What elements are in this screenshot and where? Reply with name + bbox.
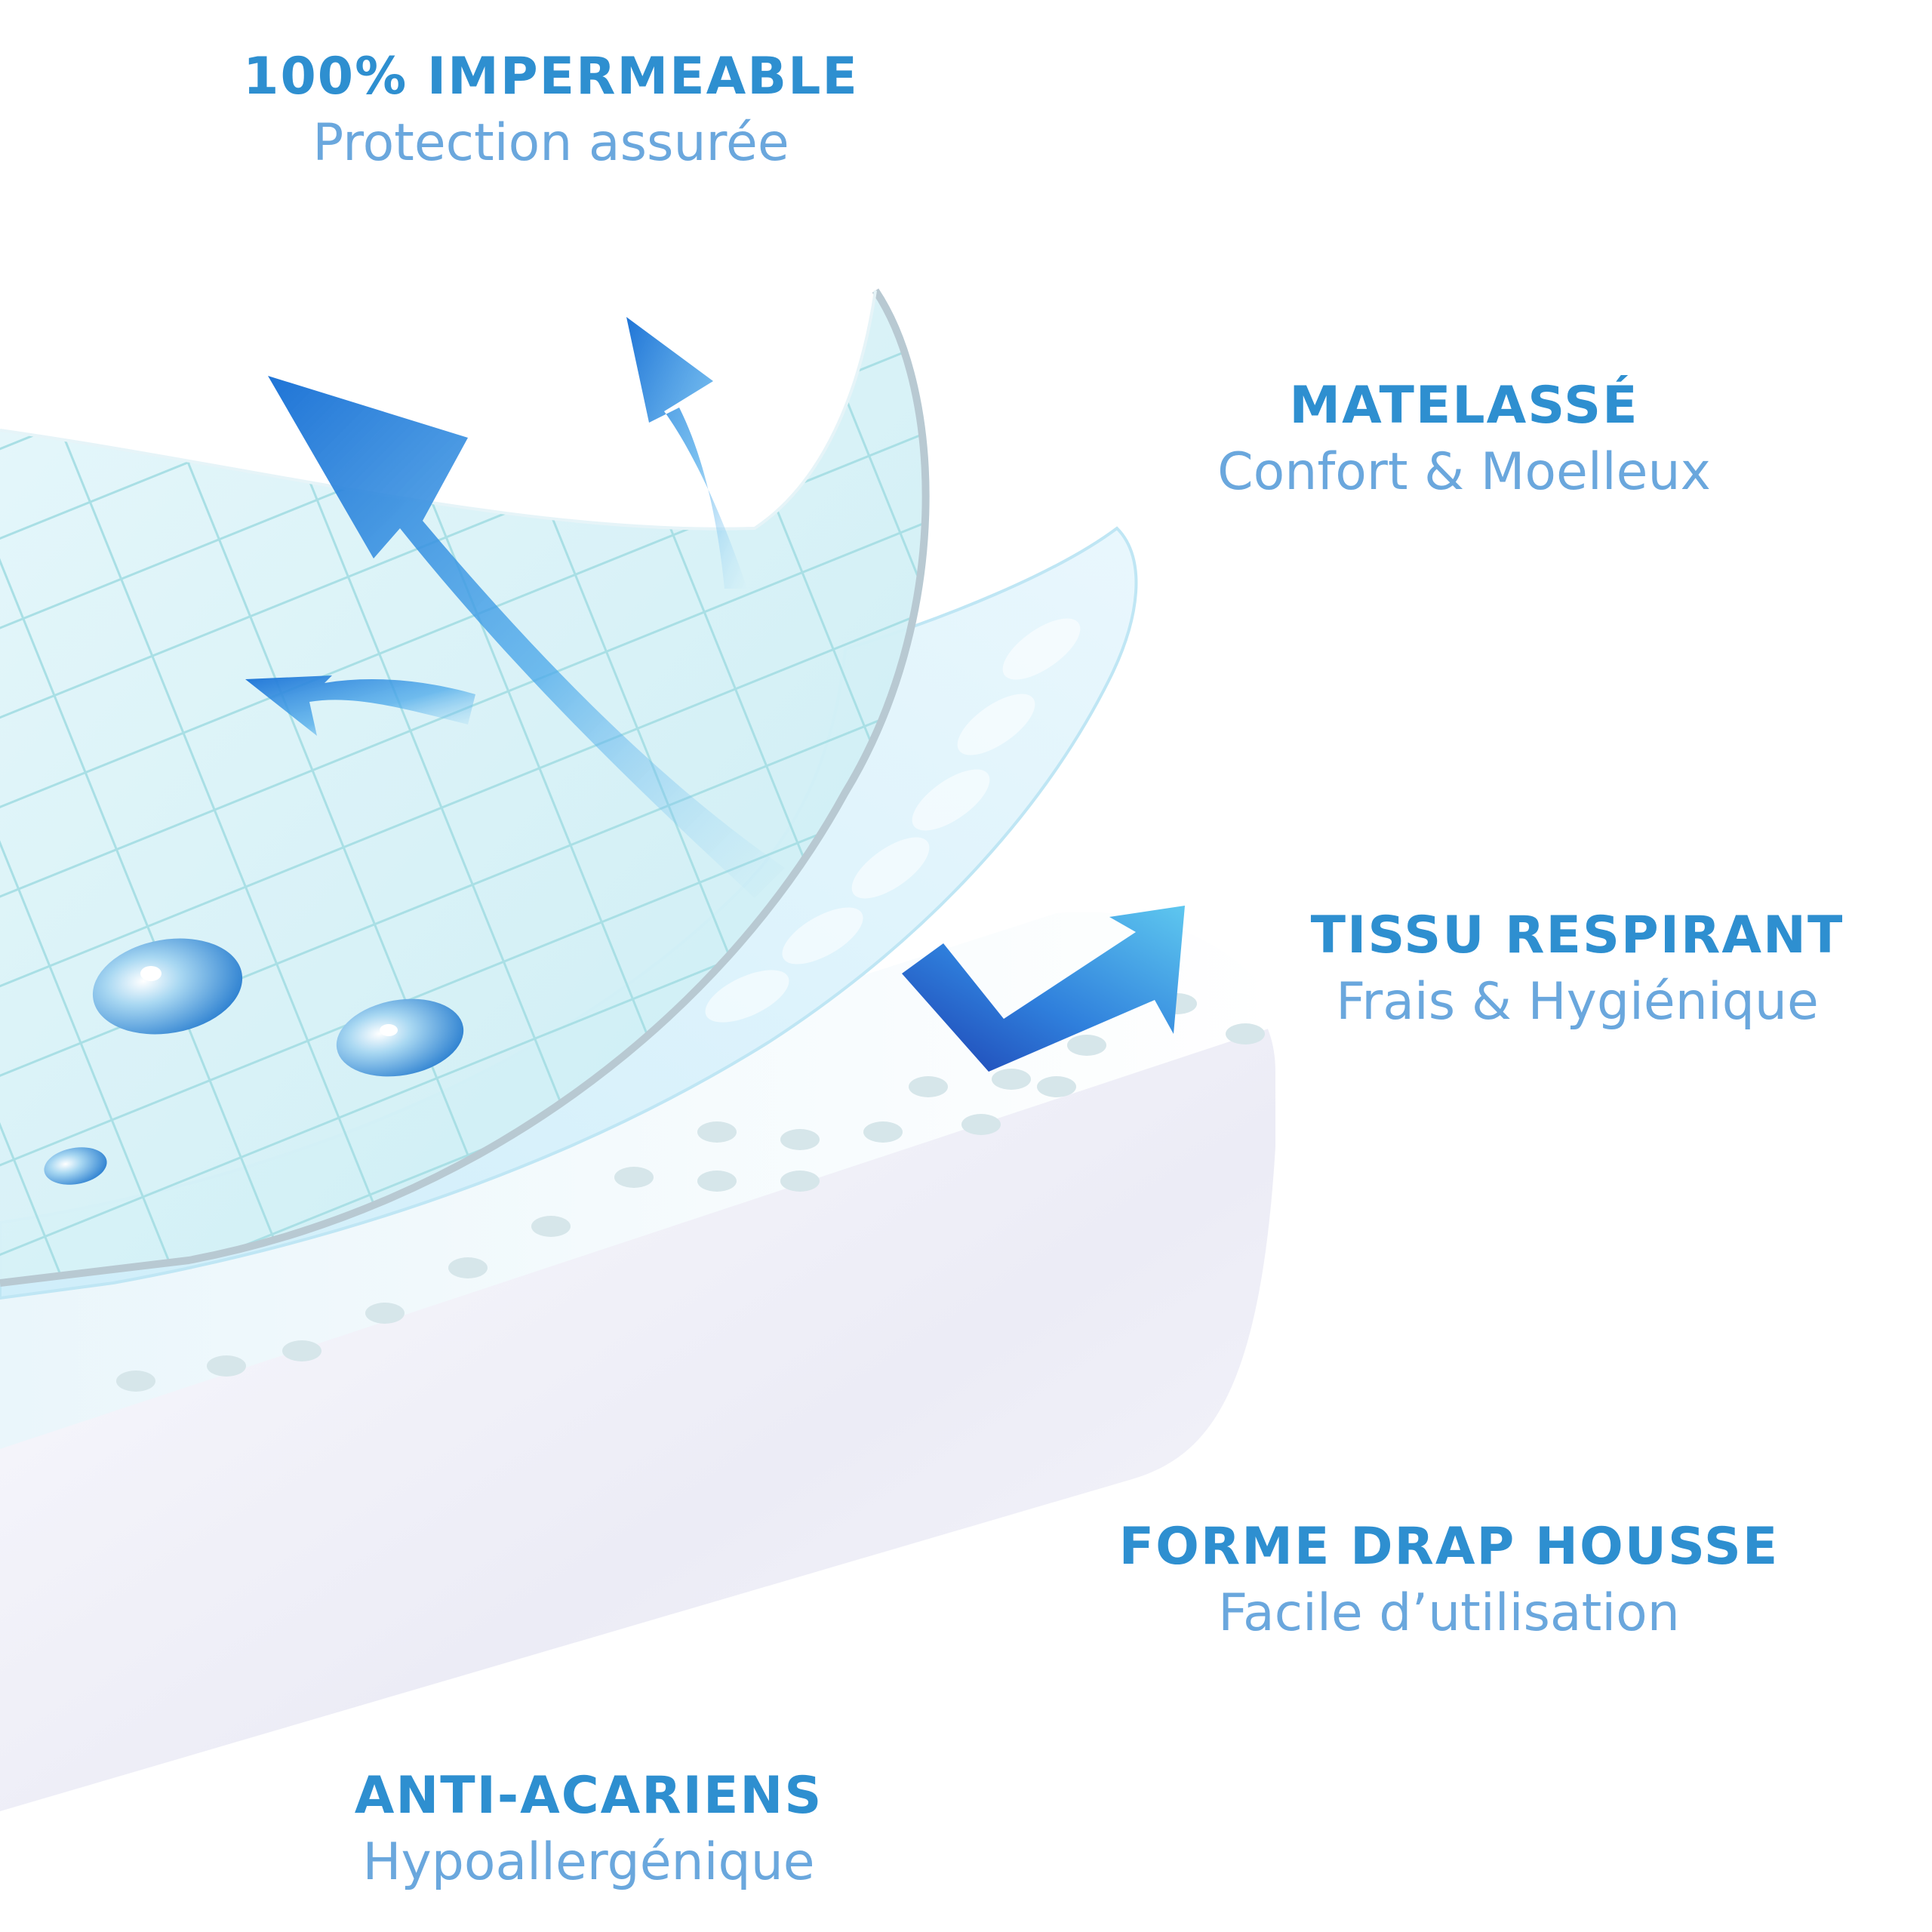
water-drop-icon (44, 938, 464, 1185)
feature-title: 100% IMPERMEABLE (243, 47, 859, 106)
feature-anti-mite: ANTI-ACARIENS Hypoallergénique (226, 1766, 951, 1893)
feature-title: ANTI-ACARIENS (354, 1766, 823, 1826)
feature-waterproof: 100% IMPERMEABLE Protection assurée (189, 47, 913, 174)
feature-title: TISSU RESPIRANT (1310, 906, 1844, 965)
feature-subtitle: Protection assurée (312, 113, 789, 174)
feature-quilted: MATELASSÉ Confort & Moelleux (1102, 376, 1826, 503)
feature-subtitle: Hypoallergénique (362, 1832, 815, 1893)
feature-title: MATELASSÉ (1289, 376, 1639, 435)
feature-subtitle: Frais & Hygiénique (1336, 972, 1819, 1032)
feature-title: FORME DRAP HOUSSE (1118, 1517, 1780, 1577)
mattress-body (0, 971, 1275, 1811)
mattress-perforations (116, 993, 1265, 1392)
feature-subtitle: Facile d’utilisation (1218, 1583, 1680, 1644)
feature-subtitle: Confort & Moelleux (1217, 442, 1711, 503)
breathable-arrow-icon (902, 906, 1185, 1072)
feature-breathable: TISSU RESPIRANT Frais & Hygiénique (1238, 906, 1917, 1032)
quilt-bumps (705, 618, 1081, 1023)
airflow-arrow-icon (245, 317, 785, 898)
feature-fitted-sheet: FORME DRAP HOUSSE Facile d’utilisation (1087, 1517, 1811, 1644)
